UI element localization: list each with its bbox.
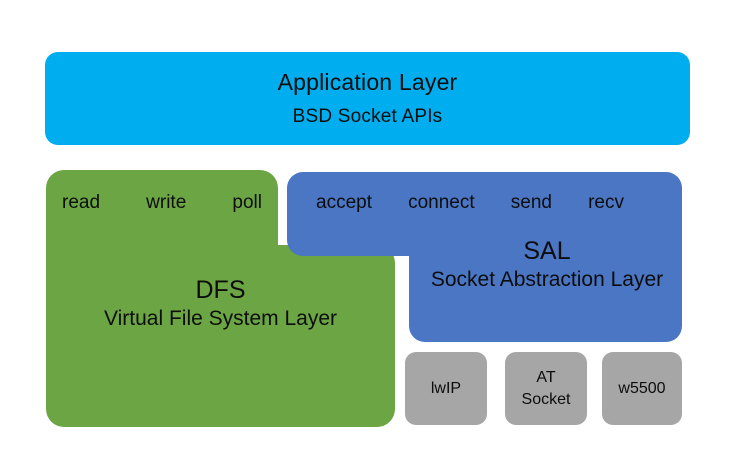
sal-op-accept: accept	[316, 192, 372, 213]
driver-block-w5500: w5500	[602, 352, 682, 425]
sal-block-body	[409, 226, 682, 342]
sal-op-connect: connect	[408, 192, 475, 213]
application-layer-subtitle: BSD Socket APIs	[292, 106, 443, 127]
driver-at-socket-label-line1: AT	[536, 368, 556, 386]
sal-description: Socket Abstraction Layer	[430, 267, 664, 291]
driver-lwip-label: lwIP	[430, 379, 462, 397]
dfs-block-body	[46, 245, 395, 427]
dfs-label-group: DFS Virtual File System Layer	[46, 275, 395, 331]
dfs-description: Virtual File System Layer	[103, 306, 338, 330]
sal-op-send: send	[510, 192, 552, 213]
dfs-op-read: read	[62, 192, 101, 213]
driver-w5500-label: w5500	[618, 379, 666, 397]
sal-label-group: SAL Socket Abstraction Layer	[409, 236, 685, 292]
dfs-op-write: write	[146, 192, 187, 213]
driver-block-at-socket: AT Socket	[505, 352, 587, 425]
driver-at-socket-label-line2: Socket	[521, 390, 571, 408]
sal-op-recv: recv	[588, 192, 624, 213]
application-layer-block: Application Layer BSD Socket APIs	[45, 52, 690, 145]
sal-operations-row: accept connect send recv	[316, 192, 624, 214]
driver-block-lwip: lwIP	[405, 352, 487, 425]
sal-name: SAL	[523, 237, 571, 265]
dfs-name: DFS	[195, 276, 246, 304]
dfs-op-poll: poll	[232, 192, 262, 213]
dfs-operations-row: read write poll	[62, 192, 262, 214]
application-layer-title: Application Layer	[277, 69, 458, 96]
